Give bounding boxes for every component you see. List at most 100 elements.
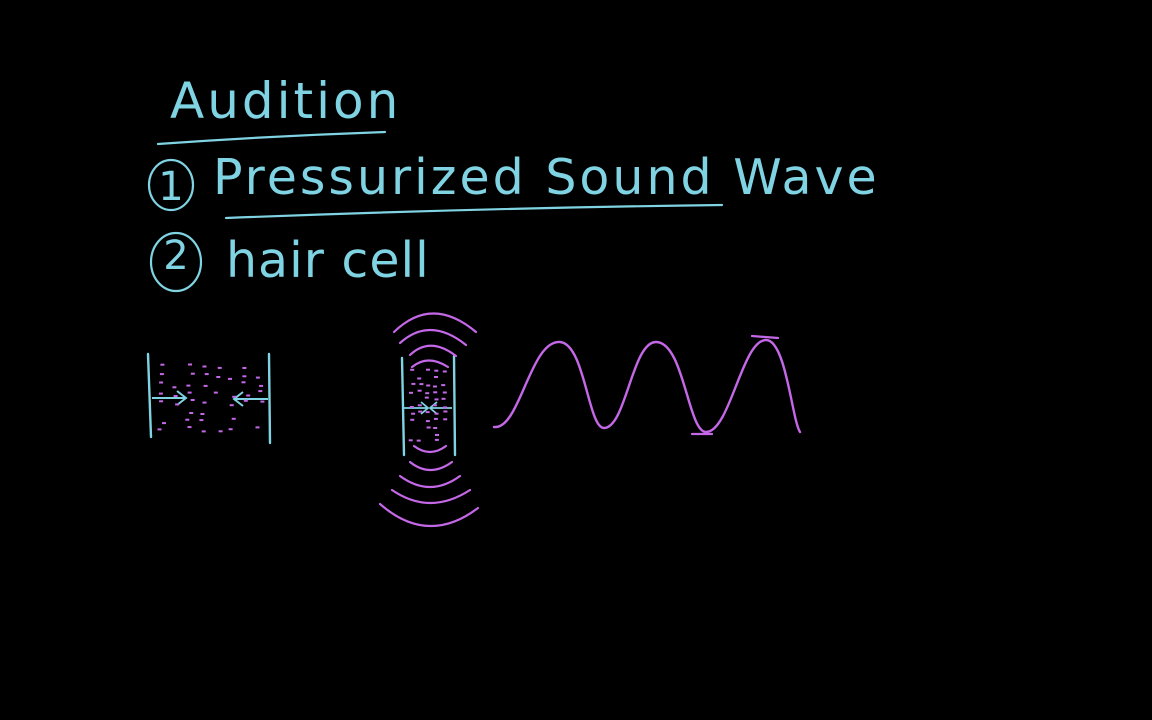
particle-dot <box>443 418 448 421</box>
item1-number-circle <box>147 158 195 212</box>
particle-dot <box>190 399 195 401</box>
particle-dot <box>246 394 251 397</box>
particle-dot <box>187 391 192 394</box>
particle-dot <box>441 384 446 387</box>
particle-dot <box>434 369 439 372</box>
particle-dot <box>189 412 194 414</box>
particle-dot <box>433 385 437 388</box>
particle-dot <box>432 404 437 407</box>
particle-dot <box>159 373 164 376</box>
left-container-particles <box>157 363 265 433</box>
particle-dot <box>255 376 260 379</box>
wave-peak-tick <box>750 334 780 340</box>
particle-dot <box>175 403 180 406</box>
particle-dot <box>158 392 163 395</box>
particle-dot <box>241 381 246 384</box>
particle-dot <box>410 418 415 421</box>
particle-dot <box>434 398 439 401</box>
particle-dot <box>418 410 423 413</box>
particle-dot <box>258 390 263 393</box>
particle-dot <box>259 384 264 387</box>
particle-dot <box>157 428 162 431</box>
particle-dot <box>190 372 195 375</box>
particle-dot <box>229 404 234 407</box>
particle-dot <box>187 426 192 429</box>
particle-dot <box>426 384 431 387</box>
particle-dot <box>217 366 222 369</box>
middle-container-right-wall <box>452 354 457 457</box>
particle-dot <box>435 434 439 436</box>
particle-dot <box>442 391 447 394</box>
particle-dot <box>188 363 192 366</box>
particle-dot <box>426 368 430 371</box>
particle-dot <box>159 400 164 403</box>
item1-number: 1 <box>158 164 184 210</box>
left-container <box>146 352 272 445</box>
particle-dot <box>426 426 431 429</box>
particle-dot <box>260 400 265 403</box>
particle-dot <box>243 399 248 402</box>
upper-sound-arcs <box>392 312 478 369</box>
particle-dot <box>434 376 438 378</box>
particle-dot <box>419 383 424 386</box>
particle-dot <box>185 418 190 421</box>
particle-dot <box>203 384 208 387</box>
particle-dot <box>255 426 260 429</box>
particle-dot <box>409 406 414 408</box>
particle-dot <box>202 365 207 368</box>
particle-dot <box>159 381 164 384</box>
particle-dot <box>434 412 439 415</box>
title-underline <box>156 130 387 146</box>
middle-container-right-arrow <box>404 401 430 415</box>
particle-dot <box>443 410 448 413</box>
particle-dot <box>228 377 232 380</box>
particle-dot <box>232 395 237 398</box>
item2-number-circle <box>149 231 203 293</box>
particle-dot <box>231 417 236 420</box>
particle-dot <box>416 439 421 442</box>
middle-container <box>378 312 480 528</box>
left-container-right-wall <box>267 352 272 445</box>
particle-dot <box>433 427 438 429</box>
particle-dot <box>425 411 430 414</box>
particle-dot <box>160 363 165 366</box>
particle-dot <box>162 422 166 425</box>
particle-dot <box>433 391 438 394</box>
particle-dot <box>434 438 439 441</box>
particle-dot <box>216 376 221 378</box>
sound-wave-curve <box>492 338 802 434</box>
particle-dot <box>441 397 446 400</box>
particle-dot <box>408 439 413 442</box>
page-title: Audition <box>170 72 402 130</box>
particle-dot <box>228 428 233 431</box>
item1-underline <box>224 203 724 220</box>
middle-container-particles <box>408 368 448 442</box>
left-container-left-wall <box>146 352 153 439</box>
particle-dot <box>242 375 247 378</box>
particle-dot <box>213 391 218 394</box>
particle-dot <box>410 368 415 371</box>
particle-dot <box>433 417 438 420</box>
item2-number: 2 <box>163 233 189 279</box>
particle-dot <box>411 382 416 385</box>
left-container-left-arrow <box>232 391 268 407</box>
item1-text: Pressurized Sound Wave <box>213 149 880 206</box>
particle-dot <box>417 389 422 392</box>
particle-dot <box>442 370 447 373</box>
particle-dot <box>201 430 206 433</box>
middle-container-left-wall <box>400 356 406 457</box>
middle-container-left-arrow <box>428 401 452 415</box>
particle-dot <box>411 412 416 415</box>
particle-dot <box>443 406 448 409</box>
particle-dot <box>425 420 430 423</box>
particle-dot <box>425 392 430 395</box>
particle-dot <box>242 367 247 369</box>
particle-dot <box>218 430 223 433</box>
lower-sound-arcs <box>378 444 480 528</box>
particle-dot <box>409 391 413 394</box>
left-container-right-arrow <box>152 390 188 406</box>
particle-dot <box>186 384 191 387</box>
particle-dot <box>200 413 205 415</box>
particle-dot <box>417 377 422 380</box>
